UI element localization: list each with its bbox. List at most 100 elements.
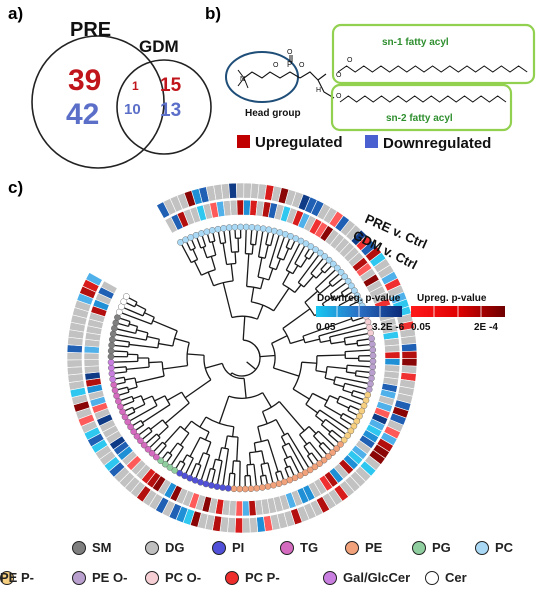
tip-marker: [369, 363, 376, 371]
sn1-label: sn-1 fatty acyl: [382, 37, 449, 48]
tree-branch: [273, 367, 300, 377]
tree-branch: [135, 424, 145, 431]
tip-marker: [220, 225, 227, 232]
tree-branch: [207, 271, 215, 286]
tree-branch: [260, 464, 264, 476]
glycerol-backbone: [243, 71, 301, 79]
tip-marker: [248, 224, 256, 231]
atom-n: N: [240, 76, 245, 83]
heatmap-cell: [384, 358, 401, 366]
tree-branch: [304, 290, 319, 303]
tree-branch: [303, 275, 315, 288]
tree-branch: [315, 415, 324, 423]
tip-marker: [208, 482, 215, 489]
tip-marker: [161, 460, 169, 468]
tree-branch: [125, 406, 133, 412]
tree-branch: [157, 426, 169, 437]
tree-branch: [146, 335, 160, 340]
tree-branch: [294, 284, 302, 293]
venn-gdm-only-up: 15: [160, 75, 182, 96]
tree-branch: [189, 437, 201, 457]
atom-o-top: O: [287, 49, 293, 56]
tree-branch: [221, 446, 229, 450]
tree-branch: [278, 401, 305, 432]
tree-branch: [312, 392, 328, 402]
tree-branch: [316, 354, 346, 357]
tree-branch: [205, 362, 223, 369]
tree-branch: [163, 425, 181, 445]
tree-branch: [304, 301, 316, 316]
tree-branch: [345, 349, 370, 353]
dendrogram: [114, 230, 370, 486]
tip-marker: [307, 243, 315, 250]
tree-branch: [315, 355, 318, 371]
tree-branch: [203, 452, 210, 456]
tree-branch: [355, 375, 369, 379]
tree-branch: [151, 395, 158, 406]
tree-branch: [119, 391, 130, 396]
tree-branch: [284, 467, 290, 478]
tree-branch: [328, 429, 333, 435]
class-legend-marker: [145, 571, 159, 585]
tree-branch: [318, 322, 366, 337]
tree-branch: [126, 366, 150, 370]
tip-marker: [242, 223, 250, 231]
upregulated-label: Upregulated: [255, 134, 343, 151]
tree-branch: [221, 363, 245, 380]
tree-branch: [268, 235, 280, 268]
heatmap-cell: [234, 517, 243, 534]
tree-branch: [336, 395, 341, 403]
tip-marker: [203, 228, 211, 236]
tree-branch: [279, 470, 285, 480]
tip-marker: [108, 341, 115, 349]
tree-branch: [184, 379, 212, 399]
tree-branch: [231, 460, 235, 474]
sn1-box: [331, 23, 536, 85]
class-legend-label: Gal/GlcCer: [343, 570, 411, 585]
tree-branch: [253, 442, 257, 452]
tip-marker: [109, 336, 116, 343]
tree-branch: [228, 230, 233, 253]
tree-branch: [339, 413, 344, 419]
tree-branch: [289, 465, 295, 476]
tree-branch: [162, 441, 167, 447]
heatmap-cell: [83, 359, 100, 367]
tree-branch: [190, 463, 197, 476]
tree-branch: [273, 287, 290, 312]
tree-branch: [331, 278, 343, 288]
tree-branch: [185, 457, 194, 474]
heatmap-cell: [66, 351, 83, 361]
tip-marker: [219, 484, 226, 491]
tree-branch: [308, 426, 317, 435]
tree-branch: [300, 257, 308, 268]
tree-branch: [260, 474, 266, 477]
tip-marker: [337, 269, 345, 276]
tree-branch: [324, 405, 342, 417]
tree-branch: [196, 237, 202, 249]
heatmap-cell: [85, 272, 103, 287]
tree-branch: [258, 256, 266, 259]
tree-branch: [344, 332, 368, 339]
heatmap-cell: [243, 182, 252, 199]
heatmap-cell: [229, 199, 238, 216]
tree-branch: [132, 395, 142, 400]
heatmap-cell: [66, 366, 84, 376]
tree-branch: [220, 242, 226, 245]
tree-branch: [315, 369, 327, 374]
tree-branch: [116, 333, 147, 341]
tree-branch: [335, 376, 368, 384]
tree-branch: [283, 458, 289, 468]
tip-marker: [171, 467, 179, 474]
heatmap-cell: [249, 517, 259, 534]
tip-marker: [340, 436, 348, 444]
tree-branch: [148, 361, 163, 364]
tree-branch: [343, 291, 353, 298]
class-legend-label: PC P-: [245, 570, 280, 585]
tip-marker: [351, 287, 358, 295]
upreg-scale-title: Upreg. p-value: [417, 293, 487, 304]
tree-branch: [123, 377, 126, 383]
tree-branch: [231, 426, 235, 437]
heatmap-cell: [242, 500, 250, 517]
tree-branch: [290, 338, 305, 345]
tree-branch: [142, 309, 147, 317]
